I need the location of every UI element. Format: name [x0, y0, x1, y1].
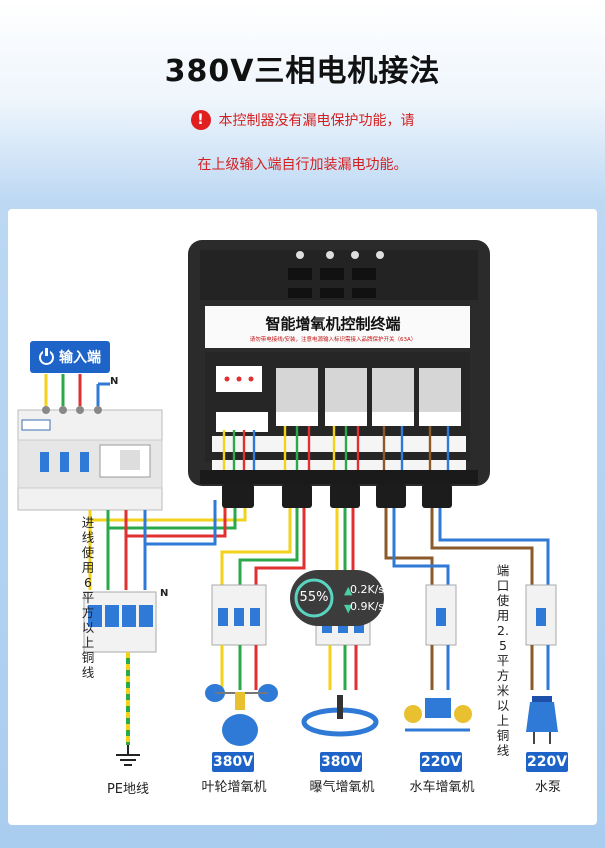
output-4-voltage: 220V: [526, 752, 568, 772]
ground-symbol: [116, 745, 140, 766]
power-icon: [39, 347, 54, 365]
cable-note-right: 端口使用2.5平方米以上铜线: [496, 563, 510, 758]
gauge-percent: 55%: [299, 590, 329, 605]
output-breaker-4: [525, 584, 557, 646]
controller-box: [188, 240, 490, 486]
output-breaker-3: [425, 584, 457, 646]
spd-n-label: N: [160, 588, 169, 599]
aeration-ring-image: [301, 695, 379, 737]
input-breaker: [17, 406, 163, 511]
input-n-label: N: [110, 376, 119, 387]
output-breaker-1: [211, 584, 267, 646]
surge-protector: [83, 591, 157, 653]
status-gauge: ▲ ▼: [290, 570, 384, 626]
page-title: 380V三相电机接法: [164, 54, 441, 89]
ground-label: PE地线: [106, 782, 150, 797]
cable-note-left: 进线使用6平方以上铜线: [81, 515, 95, 680]
output-2-label: 曝气增氧机: [309, 780, 375, 795]
output-1-voltage: 380V: [212, 752, 254, 772]
output-4-label: 水泵: [534, 780, 561, 795]
paddlewheel-aerator-image: [404, 698, 472, 732]
output-3-voltage: 220V: [420, 752, 462, 772]
device-title: 智能增氧机控制终端: [265, 315, 401, 333]
warning-text-line1: 本控制器没有漏电保护功能，请: [218, 113, 415, 129]
device-warning: 请勿带电接线/安装，注意电源输入标识需接入品牌保护开关（63A）: [249, 337, 417, 343]
impeller-aerator-image: [205, 684, 278, 746]
gauge-up-value: 0.2K/s: [350, 583, 385, 596]
output-3-label: 水车增氧机: [409, 780, 475, 795]
warning-row: ! 本控制器没有漏电保护功能，请: [0, 108, 605, 132]
water-pump-image: [526, 696, 558, 744]
input-terminal-text: 输入端: [59, 350, 101, 366]
warning-icon: !: [190, 110, 211, 130]
svg-text:▼: ▼: [344, 602, 353, 615]
gauge-down-value: 0.9K/s: [350, 600, 385, 613]
input-terminal-label: 输入端: [30, 341, 110, 373]
output-1-label: 叶轮增氧机: [201, 780, 267, 795]
cable-glands: [222, 484, 452, 508]
warning-text-line2: 在上级输入端自行加装漏电功能。: [197, 157, 408, 173]
output-2-voltage: 380V: [320, 752, 362, 772]
svg-text:▲: ▲: [344, 584, 353, 597]
